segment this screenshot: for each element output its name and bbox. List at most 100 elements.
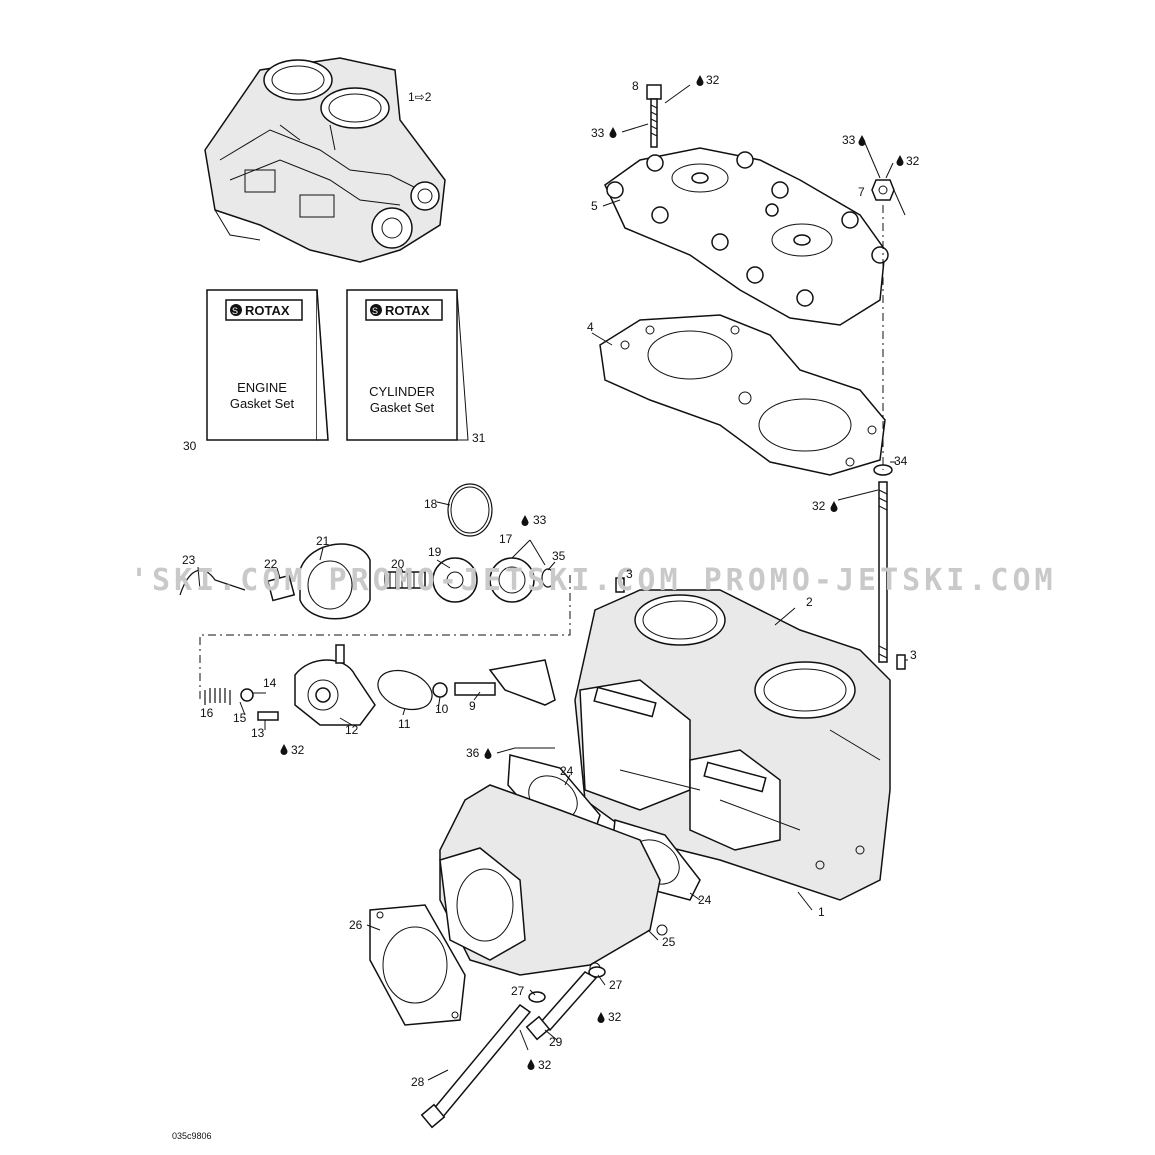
- part-number-label: 28: [411, 1075, 425, 1089]
- engine-block-illustration: [204, 57, 446, 263]
- part-number-label: 13: [251, 726, 265, 740]
- spring: [204, 688, 231, 705]
- part-number-label: 3: [626, 567, 633, 581]
- washer: [528, 991, 546, 1003]
- part-number-label: 27: [609, 978, 623, 992]
- drop-icon: [696, 75, 704, 86]
- svg-text:S: S: [232, 306, 238, 316]
- assembly-path: [199, 575, 571, 700]
- part-number-label: 32: [291, 743, 305, 757]
- head-bolt: [646, 84, 662, 148]
- kit-subtitle: Gasket Set: [370, 400, 435, 415]
- engine-gasket-set-box: S ROTAX ENGINE Gasket Set: [206, 289, 329, 441]
- part-number-label: 32: [706, 73, 720, 87]
- drop-icon: [280, 744, 288, 755]
- washer: [432, 682, 448, 698]
- part-number-label: 1: [818, 905, 825, 919]
- part-number-label: 21: [316, 534, 330, 548]
- drop-icon: [830, 501, 838, 512]
- drawing-reference-code: 035c9806: [172, 1131, 212, 1141]
- drop-icon: [484, 748, 492, 759]
- part-number-label: 20: [391, 557, 405, 571]
- washer: [240, 688, 254, 702]
- dowel-pin: [615, 577, 625, 593]
- part-number-label: 25: [662, 935, 676, 949]
- seal: [489, 557, 535, 603]
- drop-icon: [896, 155, 904, 166]
- part-number-label: 34: [894, 454, 908, 468]
- bracket: [179, 569, 246, 596]
- part-number-label: 22: [264, 557, 278, 571]
- part-number-label: 19: [428, 545, 442, 559]
- kit-brand: ROTAX: [245, 303, 290, 318]
- part-number-label: 14: [263, 676, 277, 690]
- part-number-label: 36: [466, 746, 480, 760]
- rotax-logo-icon: S: [370, 304, 382, 316]
- part-number-label: 32: [812, 499, 826, 513]
- part-number-label: 24: [698, 893, 712, 907]
- o-ring: [447, 483, 493, 537]
- valve-shaft: [454, 659, 556, 706]
- o-ring: [377, 669, 433, 711]
- housing-cover: [299, 543, 371, 620]
- piston-valve: [432, 557, 478, 603]
- part-number-label: 35: [552, 549, 566, 563]
- part-number-label: 18: [424, 497, 438, 511]
- drop-icon: [858, 135, 866, 146]
- cylinder-block: [574, 589, 891, 901]
- fitting: [266, 574, 296, 602]
- manifold-outlet-gasket: [369, 904, 466, 1026]
- manifold-screw: [525, 971, 598, 1041]
- part-number-label: 9: [469, 699, 476, 713]
- retaining-ring: [541, 568, 555, 588]
- part-number-label: 8: [632, 79, 639, 93]
- part-number-label: 10: [435, 702, 449, 716]
- svg-text:S: S: [372, 306, 378, 316]
- part-number-label: 32: [538, 1058, 552, 1072]
- part-number-label: 29: [549, 1035, 563, 1049]
- head-nut: [871, 179, 895, 201]
- drop-icon: [597, 1012, 605, 1023]
- engine-range-label: 1⇨2: [408, 90, 432, 104]
- cylinder-head: [604, 147, 889, 326]
- cylinder-gasket-set-box: S ROTAX CYLINDER Gasket Set: [346, 289, 469, 441]
- pump-housing: [294, 644, 376, 726]
- part-number-label: 16: [200, 706, 214, 720]
- part-number-label: 3: [910, 648, 917, 662]
- exhaust-manifold: [439, 784, 668, 976]
- part-number-label: 31: [472, 431, 486, 445]
- part-number-label: 7: [858, 185, 865, 199]
- part-number-label: 15: [233, 711, 247, 725]
- watermark: 'SKI.COM PROMO-JETSKI.COM PROMO-JETSKI.C…: [130, 563, 1057, 598]
- screw: [257, 711, 279, 721]
- drop-icon: [521, 515, 529, 526]
- long-manifold-screw: [420, 1003, 532, 1129]
- part-number-label: 33: [533, 513, 547, 527]
- part-number-label: 2: [806, 595, 813, 609]
- part-number-label: 26: [349, 918, 363, 932]
- kit-title: ENGINE: [237, 380, 287, 395]
- part-number-label: 4: [587, 320, 594, 334]
- part-number-label: 23: [182, 553, 196, 567]
- leader-lines: [197, 84, 908, 1081]
- kit-brand: ROTAX: [385, 303, 430, 318]
- part-number-label: 5: [591, 199, 598, 213]
- drop-icon: [527, 1059, 535, 1070]
- cylinder-stud: [878, 481, 888, 663]
- part-number-label: 33: [842, 133, 856, 147]
- kit-subtitle: Gasket Set: [230, 396, 295, 411]
- part-number-label: 17: [499, 532, 513, 546]
- part-number-label: 30: [183, 439, 197, 453]
- rotax-logo-icon: S: [230, 304, 242, 316]
- spring-assembly: [384, 571, 426, 589]
- head-gasket: [599, 314, 886, 476]
- part-number-label: 32: [608, 1010, 622, 1024]
- part-number-label: 24: [560, 764, 574, 778]
- part-number-label: 12: [345, 723, 359, 737]
- washer: [588, 966, 606, 978]
- drop-icon: [609, 127, 617, 138]
- kit-title: CYLINDER: [369, 384, 435, 399]
- part-number-label: 11: [398, 717, 411, 731]
- part-number-label: 27: [511, 984, 525, 998]
